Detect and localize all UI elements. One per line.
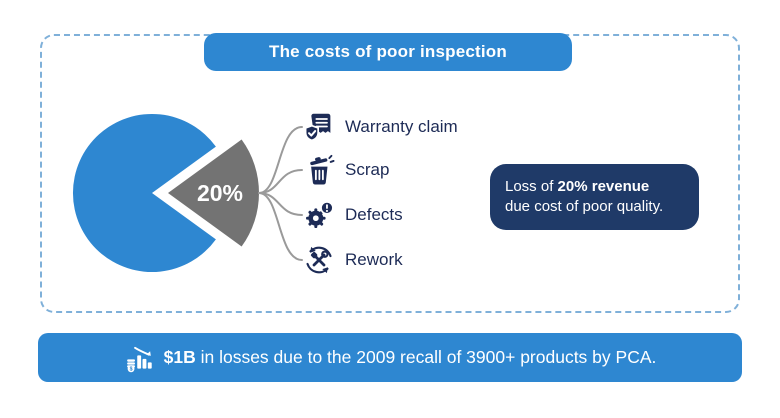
cost-item-label: Rework xyxy=(345,250,403,269)
pie-slice-80 xyxy=(72,113,216,272)
cost-item-label: Warranty claim xyxy=(345,117,458,136)
page-title: The costs of poor inspection xyxy=(269,42,507,61)
pie-chart: 20% xyxy=(50,95,305,295)
rework-icon xyxy=(302,243,336,277)
cost-item-scrap: Scrap xyxy=(302,153,389,187)
financial-loss-icon: $ xyxy=(124,343,154,373)
callout-line-1: Loss of 20% revenue xyxy=(505,177,684,197)
footer-rest: in losses due to the 2009 recall of 3900… xyxy=(200,347,657,367)
footer-amount: $1B xyxy=(163,347,196,367)
cost-item-label: Scrap xyxy=(345,160,390,179)
pie-slice-20 xyxy=(168,139,259,247)
warranty-claim-icon xyxy=(302,110,336,144)
title-banner: The costs of poor inspection xyxy=(204,33,572,71)
cost-item-rework: Rework xyxy=(302,243,403,277)
footer-text: $1B in losses due to the 2009 recall of … xyxy=(164,347,657,368)
defects-icon xyxy=(302,198,336,232)
footer-banner: $ $1B in losses due to the 2009 recall o… xyxy=(38,333,742,382)
cost-item-warranty-claim: Warranty claim xyxy=(302,110,458,144)
svg-text:$: $ xyxy=(129,366,132,372)
callout-line-2: due cost of poor quality. xyxy=(505,197,684,217)
callout-text: due cost of poor quality. xyxy=(505,198,664,215)
callout-text: Loss of xyxy=(505,178,554,195)
callout-bold-text: 20% revenue xyxy=(557,178,650,195)
cost-item-label: Defects xyxy=(345,205,403,224)
pie-data-label: 20% xyxy=(197,180,243,206)
pie-chart-svg: 20% xyxy=(72,113,303,272)
scrap-icon xyxy=(302,153,336,187)
callout-box: Loss of 20% revenue due cost of poor qua… xyxy=(490,164,699,230)
connector-lines xyxy=(258,126,303,261)
cost-item-defects: Defects xyxy=(302,198,403,232)
